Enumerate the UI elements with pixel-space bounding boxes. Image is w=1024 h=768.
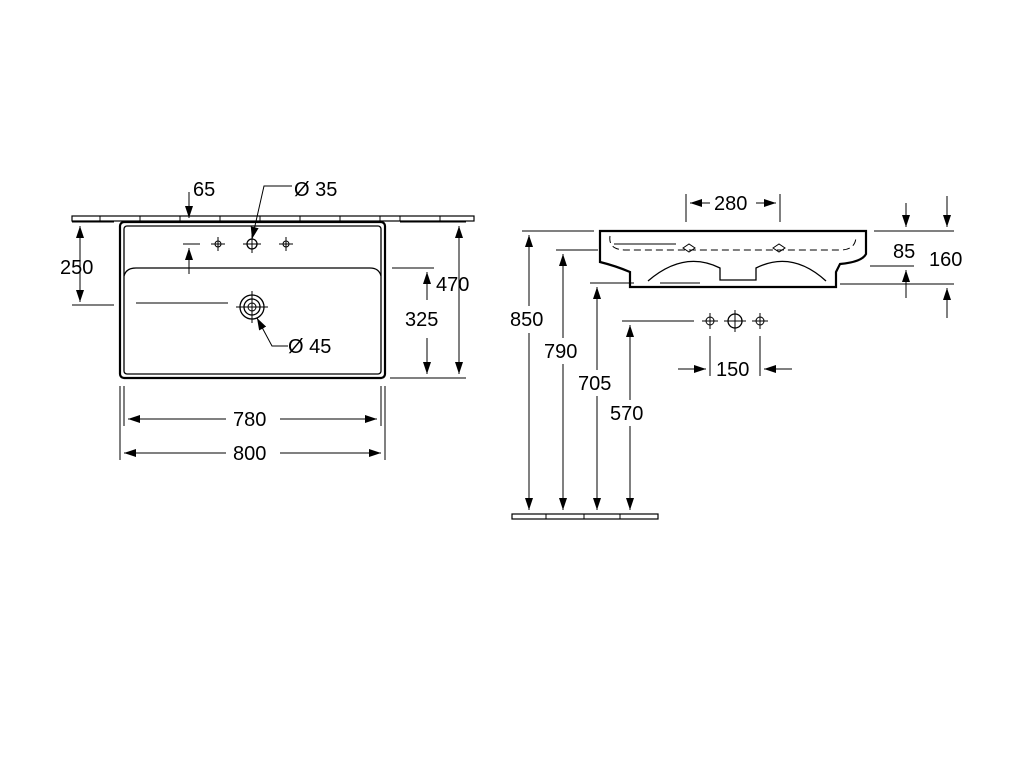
tap-right-icon — [752, 313, 768, 329]
dim-570-label: 570 — [610, 403, 643, 425]
tap-center-icon — [724, 310, 746, 332]
dim-basin-depth-label: 325 — [405, 309, 438, 331]
basin-inner-dashed — [609, 235, 857, 251]
dim-drain-label: Ø 45 — [288, 336, 331, 358]
top-view: 65 Ø 35 250 470 325 Ø 45 780 8 — [60, 179, 475, 465]
bowl-rim — [123, 267, 382, 277]
dim-total-depth-label: 470 — [436, 274, 469, 296]
wall-strip — [71, 215, 475, 222]
dim-790-label: 790 — [544, 341, 577, 363]
tap-hole-left-icon — [211, 237, 225, 251]
basin-side-profile — [598, 229, 868, 289]
tap-left-icon — [702, 313, 718, 329]
dim-705-label: 705 — [578, 373, 611, 395]
dim-top-width-label: 280 — [714, 193, 747, 215]
dim-rim-height-label: 85 — [893, 241, 915, 263]
tap-hole-markers — [183, 235, 293, 253]
drain-icon — [236, 291, 268, 323]
floor-strip — [511, 513, 659, 520]
dim-depth-tap-label: 250 — [60, 257, 93, 279]
dim-total-height-label: 160 — [929, 249, 962, 271]
basin-inner-outline — [123, 225, 382, 375]
basin-outline — [118, 220, 387, 380]
dim-inner-width-label: 780 — [233, 409, 266, 431]
dim-tap-offset-label: 65 — [193, 179, 215, 201]
dim-tap-spacing-label: 150 — [716, 359, 749, 381]
side-view: 280 85 160 850 790 70 — [510, 193, 962, 520]
dim-tap-hole-label: Ø 35 — [294, 179, 337, 201]
side-tap-markers — [702, 310, 768, 332]
dim-850-label: 850 — [510, 309, 543, 331]
tap-hole-right-icon — [279, 237, 293, 251]
dim-total-width-label: 800 — [233, 443, 266, 465]
